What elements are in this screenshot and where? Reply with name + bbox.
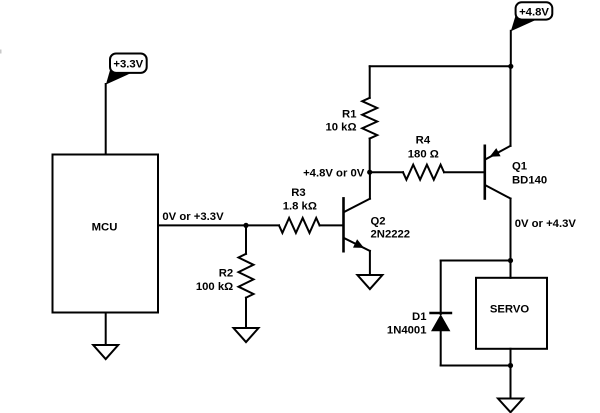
svg-text:BD140: BD140 [512, 175, 547, 187]
svg-text:0V or +4.3V: 0V or +4.3V [515, 218, 577, 230]
svg-text:R2: R2 [219, 268, 233, 280]
svg-text:180 Ω: 180 Ω [408, 149, 439, 161]
svg-text:SERVO: SERVO [490, 304, 530, 316]
svg-text:+3.3V: +3.3V [113, 59, 143, 71]
svg-text:R4: R4 [416, 135, 431, 147]
svg-text:Q2: Q2 [371, 216, 386, 228]
svg-text:1N4001: 1N4001 [387, 324, 427, 336]
svg-text:Q1: Q1 [512, 160, 527, 172]
svg-text:10 kΩ: 10 kΩ [325, 122, 356, 134]
svg-text:D1: D1 [412, 311, 426, 323]
svg-text:0V or +3.3V: 0V or +3.3V [162, 211, 224, 223]
svg-text:R1: R1 [342, 108, 356, 120]
svg-text:2N2222: 2N2222 [371, 228, 411, 240]
svg-text:R3: R3 [291, 187, 305, 199]
svg-text:1.8 kΩ: 1.8 kΩ [283, 200, 317, 212]
svg-text:+4.8V or 0V: +4.8V or 0V [303, 167, 365, 179]
svg-text:+4.8V: +4.8V [519, 6, 549, 18]
svg-text:MCU: MCU [92, 221, 118, 233]
svg-text:100 kΩ: 100 kΩ [196, 281, 233, 293]
